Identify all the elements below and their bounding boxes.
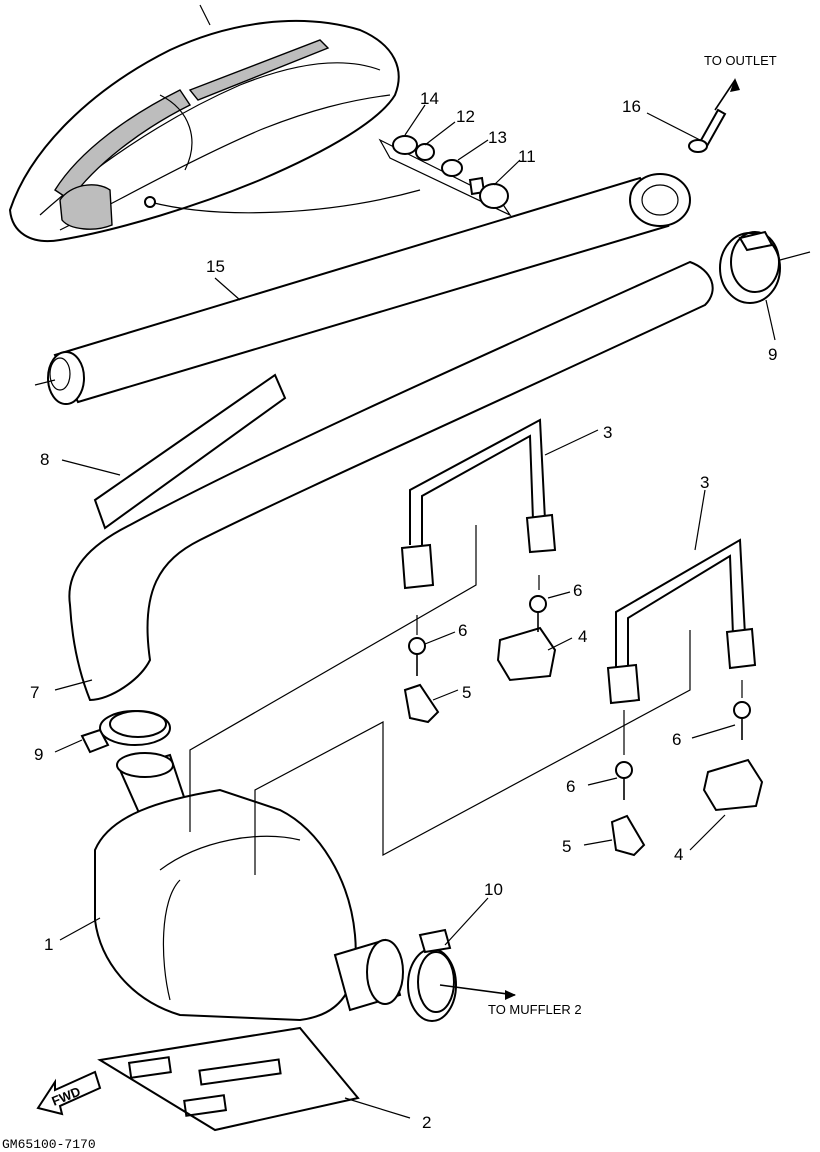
callout-4: 4 [674, 845, 683, 864]
part-5-bracket-right [610, 814, 646, 857]
part-8-strip [93, 373, 287, 530]
callout-10: 10 [484, 880, 503, 899]
callout-6: 6 [672, 730, 681, 749]
part-2-plate [97, 1026, 360, 1132]
part-16-bolt [688, 108, 727, 153]
part-5-bracket-left [403, 683, 440, 724]
callout-8: 8 [40, 450, 49, 469]
part-4-rubber-right [702, 758, 764, 812]
to-muffler-note: TO MUFFLER 2 [488, 1002, 582, 1017]
callout-5: 5 [562, 837, 571, 856]
part-9-clamp-upper [719, 230, 811, 304]
drawing-code: GM65100-7170 [2, 1137, 96, 1152]
part-15-pipe [34, 173, 691, 405]
watercraft-hull-illustration [8, 4, 421, 243]
callout-12: 12 [456, 107, 475, 126]
outlet-fitting-group [378, 135, 512, 217]
callout-1: 1 [44, 935, 53, 954]
to-outlet-note: TO OUTLET [704, 53, 777, 68]
part-6-bolts [408, 595, 751, 800]
callout-7: 7 [30, 683, 39, 702]
alignment-lines [189, 525, 743, 875]
part-3-strap-left [400, 418, 557, 590]
callout-16: 16 [622, 97, 641, 116]
part-1-muffler [94, 752, 404, 1022]
callout-6: 6 [566, 777, 575, 796]
callout-15: 15 [206, 257, 225, 276]
callout-4: 4 [578, 627, 587, 646]
callout-13: 13 [488, 128, 507, 147]
fwd-arrow: FWD [36, 1070, 102, 1116]
callout-3: 3 [603, 423, 612, 442]
part-7-hose [68, 260, 714, 702]
callout-14: 14 [420, 89, 439, 108]
callout-11: 11 [518, 147, 536, 166]
callout-9: 9 [768, 345, 777, 364]
callout-numbers: 1 2 3 3 4 4 5 5 6 6 6 6 7 8 9 9 10 11 12… [30, 89, 777, 1132]
part-10-clamp [407, 928, 457, 1022]
part-13-washer [441, 159, 463, 177]
part-4-rubber-left [496, 626, 557, 682]
callout-9: 9 [34, 745, 43, 764]
leader-lines [54, 78, 776, 1119]
callout-6: 6 [573, 581, 582, 600]
part-9-clamp-lower [80, 710, 171, 754]
callout-3: 3 [700, 473, 709, 492]
callout-5: 5 [462, 683, 471, 702]
callout-6: 6 [458, 621, 467, 640]
part-3-strap-right [606, 538, 757, 705]
callout-2: 2 [422, 1113, 431, 1132]
part-12-nut [415, 143, 435, 161]
part-14-clip [392, 135, 418, 155]
